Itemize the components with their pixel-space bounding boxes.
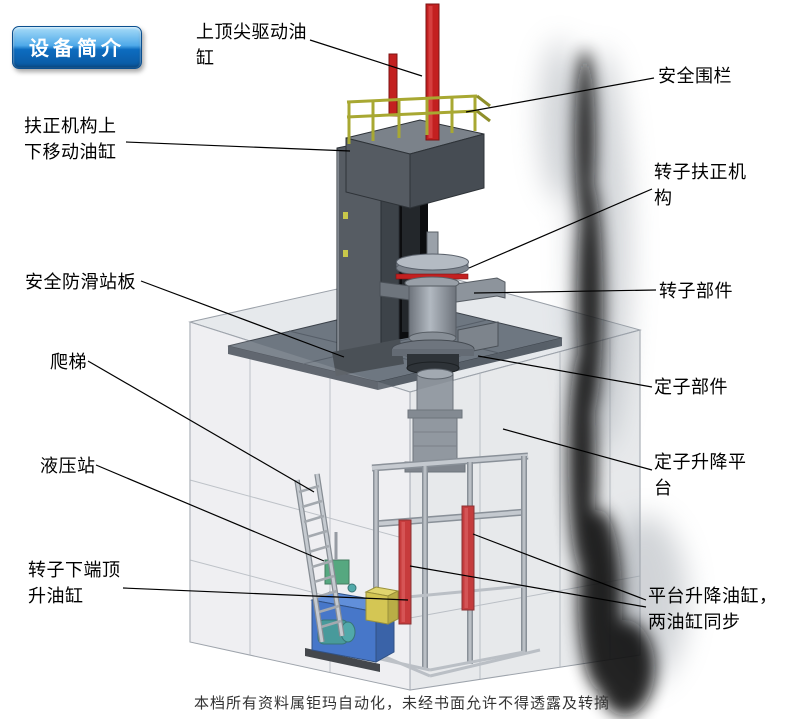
label-rotor-part: 转子部件 [659, 281, 733, 301]
label-platform-lift-cylinders: 平台升降油缸，两油缸同步 [648, 586, 778, 632]
label-rotor-bottom-jack-cylinder: 转子下端顶升油缸 [28, 560, 121, 606]
label-rotor-centering-mechanism: 转子扶正机构 [654, 162, 747, 208]
label-centering-updown-cylinder: 扶正机构上下移动油缸 [24, 116, 117, 162]
stator-column [404, 368, 466, 473]
label-top-drive-cylinder: 上顶尖驱动油缸 [196, 22, 307, 68]
head-housing [345, 119, 485, 209]
title-badge: 设备简介 [12, 26, 142, 69]
label-safety-fence: 安全围栏 [658, 66, 732, 86]
rotor-assembly [379, 231, 506, 375]
label-antislip-platform: 安全防滑站板 [25, 272, 136, 292]
label-stator-part: 定子部件 [654, 377, 728, 397]
watermark-text: 本档所有资料属钜玛自动化，未经书面允许不得透露及转摘 [193, 695, 610, 712]
label-hydraulic-station: 液压站 [40, 456, 96, 476]
safety-railing [346, 94, 491, 144]
top-drive-cylinder-rod [388, 3, 440, 141]
label-ladder: 爬梯 [50, 352, 87, 372]
label-stator-lift-platform: 定子升降平台 [654, 452, 747, 498]
